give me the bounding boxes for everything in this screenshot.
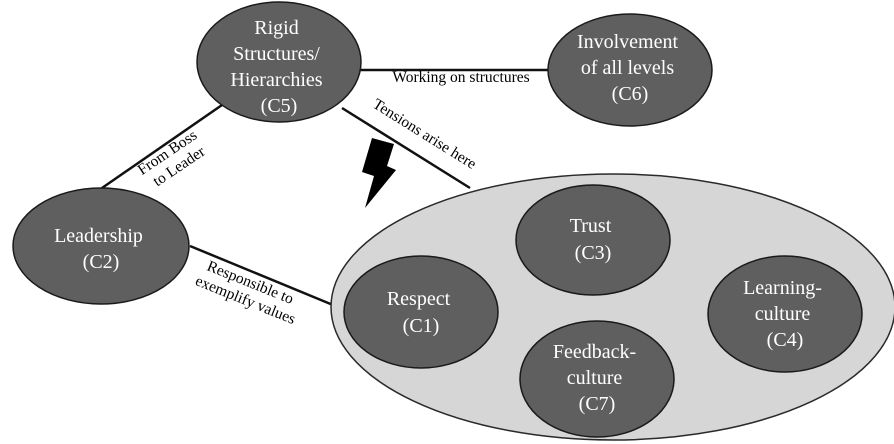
node-c3-line: Trust bbox=[570, 215, 612, 237]
edge-label-boss-to-leader: From Boss to Leader bbox=[135, 125, 214, 194]
node-c7-line: culture bbox=[567, 367, 623, 389]
node-c2-line: (C2) bbox=[83, 251, 120, 273]
node-c3-line: (C3) bbox=[575, 242, 612, 264]
node-c4-line: (C4) bbox=[767, 329, 804, 351]
node-c5-line: Rigid bbox=[254, 17, 298, 39]
node-c1-line: (C1) bbox=[403, 315, 440, 337]
node-c3-label: Trust (C3) bbox=[570, 215, 617, 264]
edge-label-exemplify-values: Responsible to exemplify values bbox=[193, 256, 305, 328]
edge-c2-group bbox=[189, 244, 334, 307]
node-c5-line: Structures/ bbox=[233, 43, 320, 65]
node-c1-label: Respect (C1) bbox=[387, 288, 455, 337]
node-c5-rigid-structures bbox=[196, 1, 362, 123]
edge-label-exemplify-values-text: Responsible to exemplify values bbox=[193, 256, 305, 328]
node-c2-line: Leadership bbox=[54, 225, 143, 247]
node-c4-line: Learning- bbox=[743, 277, 822, 299]
node-c2-label: Leadership (C2) bbox=[54, 225, 148, 273]
node-c5-line: (C5) bbox=[261, 95, 298, 117]
node-c6-label: Involvement of all levels (C6) bbox=[577, 31, 683, 105]
edge-label-working-on-structures: Working on structures bbox=[392, 69, 529, 86]
node-c7-label: Feedback- culture (C7) bbox=[553, 341, 641, 415]
node-c4-learning-culture bbox=[707, 255, 863, 373]
node-c1-respect bbox=[343, 255, 499, 369]
node-c6-involvement bbox=[547, 13, 713, 127]
values-group bbox=[330, 173, 894, 441]
node-c7-feedback-culture bbox=[519, 320, 675, 438]
node-c5-line: Hierarchies bbox=[230, 69, 322, 91]
lightning-bolt-icon bbox=[362, 138, 396, 208]
node-c5-label: Rigid Structures/ Hierarchies (C5) bbox=[230, 17, 327, 117]
edge-c5-c2 bbox=[101, 103, 223, 190]
node-c7-line: (C7) bbox=[579, 393, 616, 415]
node-c6-line: (C6) bbox=[612, 83, 649, 105]
node-c1-line: Respect bbox=[387, 288, 451, 310]
node-c2-leadership bbox=[12, 187, 190, 305]
node-c6-line: of all levels bbox=[581, 57, 675, 79]
node-c7-line: Feedback- bbox=[553, 341, 636, 363]
node-c3-trust bbox=[515, 184, 671, 296]
node-c6-line: Involvement bbox=[577, 31, 679, 53]
edge-label-boss-to-leader-text: From Boss to Leader bbox=[135, 125, 214, 194]
node-c4-label: Learning- culture (C4) bbox=[743, 277, 827, 351]
edge-c5-group bbox=[341, 106, 471, 190]
node-c4-line: culture bbox=[755, 303, 811, 325]
